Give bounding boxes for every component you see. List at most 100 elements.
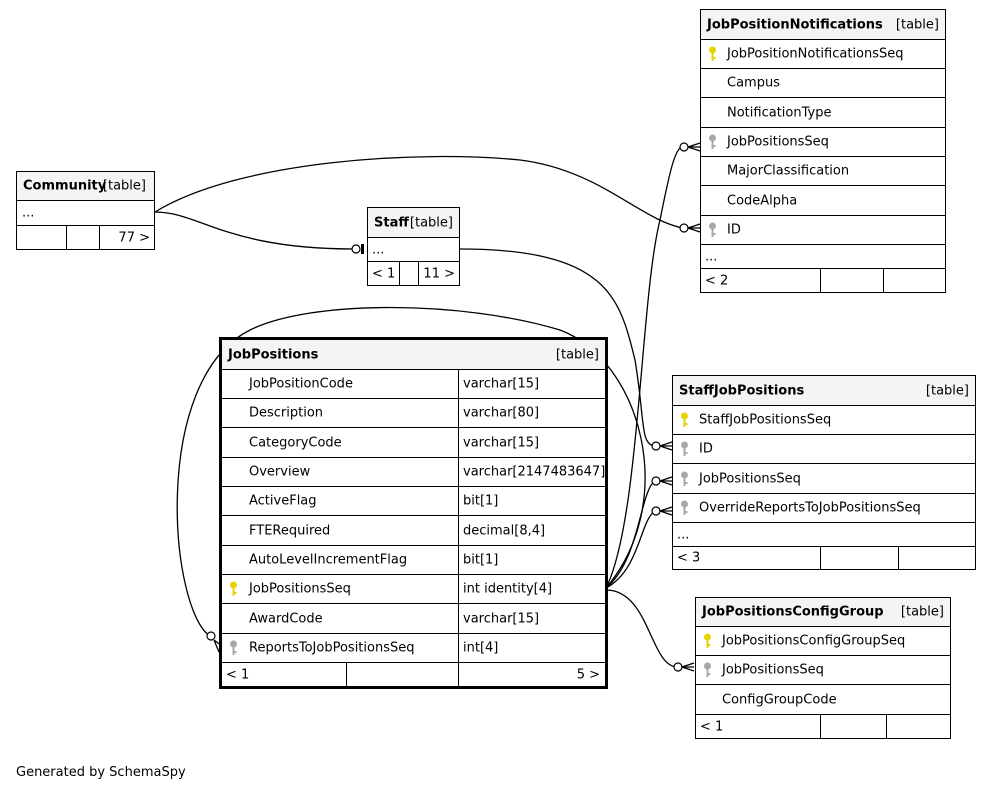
column-row: NotificationType [701,98,945,128]
column-name: JobPositionsConfigGroupSeq [722,633,906,649]
column-row: ReportsToJobPositionsSeq int[4] [222,634,605,663]
table-staff[interactable]: Staff [table] ... < 1 11 > [367,207,460,286]
edge-jobpositions-self [176,306,646,637]
primary-key-icon [681,412,688,427]
column-type: bit[1] [463,493,499,509]
column-name: OverrideReportsToJobPositionsSeq [699,500,921,516]
column-type: int[4] [463,640,499,656]
column-row: JobPositionsSeq [696,656,950,685]
column-name: ID [727,222,741,238]
crows-foot [659,476,673,486]
parents-count[interactable]: < 2 [705,273,729,288]
column-row: AutoLevelIncrementFlag bit[1] [222,546,605,575]
ellipsis-row: ... [673,523,975,547]
table-jobpositionnotifications[interactable]: JobPositionNotifications [table] JobPosi… [700,9,946,293]
edge-end-circle [206,631,216,641]
table-footer: < 1 5 > [222,663,605,686]
table-header: JobPositionsConfigGroup [table] [696,598,950,627]
table-header: Staff [table] [368,208,459,238]
table-name: Staff [374,215,409,230]
column-name: JobPositionsSeq [727,134,829,150]
table-header: JobPositions [table] [222,340,605,370]
column-name: AutoLevelIncrementFlag [249,552,408,568]
generated-by-credit: Generated by SchemaSpy [16,765,186,780]
column-row: JobPositionNotificationsSeq [701,40,945,69]
column-row: Campus [701,69,945,98]
parents-count[interactable]: < 1 [700,719,724,734]
column-row: Overview varchar[2147483647] [222,458,605,487]
table-header: Community [table] [17,172,154,201]
table-footer: < 1 [696,715,950,738]
edge-end-circle [679,142,689,152]
column-name: ConfigGroupCode [722,692,837,707]
one-marker [361,244,364,254]
column-name: Description [249,405,324,421]
parents-count[interactable]: < 3 [677,550,701,566]
children-count[interactable]: 77 > [118,230,150,245]
edge-end-circle [651,441,661,451]
edge-end-circle [651,476,661,486]
edge-end-circle [673,662,683,672]
column-type: varchar[80] [463,405,540,421]
table-community[interactable]: Community [table] ... 77 > [16,171,155,250]
column-row: Description varchar[80] [222,399,605,428]
table-name: JobPositionNotifications [707,17,883,32]
primary-key-icon [709,46,716,61]
column-row: JobPositionsSeq [673,464,975,494]
table-tag: [table] [925,383,969,398]
foreign-key-icon [681,471,688,486]
table-jobpositions[interactable]: JobPositions [table] JobPositionCode var… [219,337,608,689]
crows-foot [687,142,701,152]
parents-count[interactable]: < 1 [226,667,250,682]
parents-count[interactable]: < 1 [372,266,396,281]
foreign-key-icon [681,500,688,515]
ellipsis-text: ... [372,242,385,257]
column-name: JobPositionsSeq [699,471,801,486]
table-tag: [table] [555,347,599,362]
edge-end-circle [679,223,689,233]
column-type: bit[1] [463,552,499,568]
column-row: JobPositionsSeq [701,128,945,157]
table-header: StaffJobPositions [table] [673,376,975,406]
table-tag: [table] [895,17,939,32]
column-name: CodeAlpha [727,193,798,208]
table-footer: 77 > [17,226,154,249]
crows-foot [681,662,695,672]
column-row: ActiveFlag bit[1] [222,487,605,516]
column-type: varchar[15] [463,376,540,392]
column-name: Overview [249,464,311,480]
ellipsis-row: ... [368,238,459,262]
column-name: JobPositionsSeq [722,662,824,678]
column-row: ID [673,435,975,464]
ellipsis-row: ... [17,201,154,226]
crows-foot [659,441,673,451]
edge-jobpositions-notifications [605,145,684,589]
column-name: MajorClassification [727,163,850,179]
foreign-key-icon [681,441,688,456]
column-name: ReportsToJobPositionsSeq [249,640,415,656]
column-row: JobPositionsSeq int identity[4] [222,575,605,604]
column-row: FTERequired decimal[8,4] [222,516,605,546]
edge-jobpositions-staffjob-override [605,510,656,589]
column-name: StaffJobPositionsSeq [699,412,832,428]
foreign-key-icon [230,640,237,655]
column-name: JobPositionsSeq [249,581,351,597]
children-count[interactable]: 11 > [423,266,455,281]
foreign-key-icon [709,134,716,149]
column-name: NotificationType [727,105,832,120]
foreign-key-icon [704,662,711,677]
table-jobpositionsconfiggroup[interactable]: JobPositionsConfigGroup [table] JobPosit… [695,597,951,739]
crows-foot [659,506,673,516]
foreign-key-icon [709,222,716,237]
table-name: JobPositionsConfigGroup [702,604,884,620]
column-name: ID [699,441,713,457]
column-name: CategoryCode [249,435,342,450]
table-staffjobpositions[interactable]: StaffJobPositions [table] StaffJobPositi… [672,375,976,570]
edge-community-notifications-id [154,155,684,229]
children-count[interactable]: 5 > [576,667,600,682]
column-name: FTERequired [249,523,331,538]
column-row: OverrideReportsToJobPositionsSeq [673,494,975,523]
edge-jobpositions-staffjob-seq [605,480,656,589]
column-name: AwardCode [249,611,323,626]
